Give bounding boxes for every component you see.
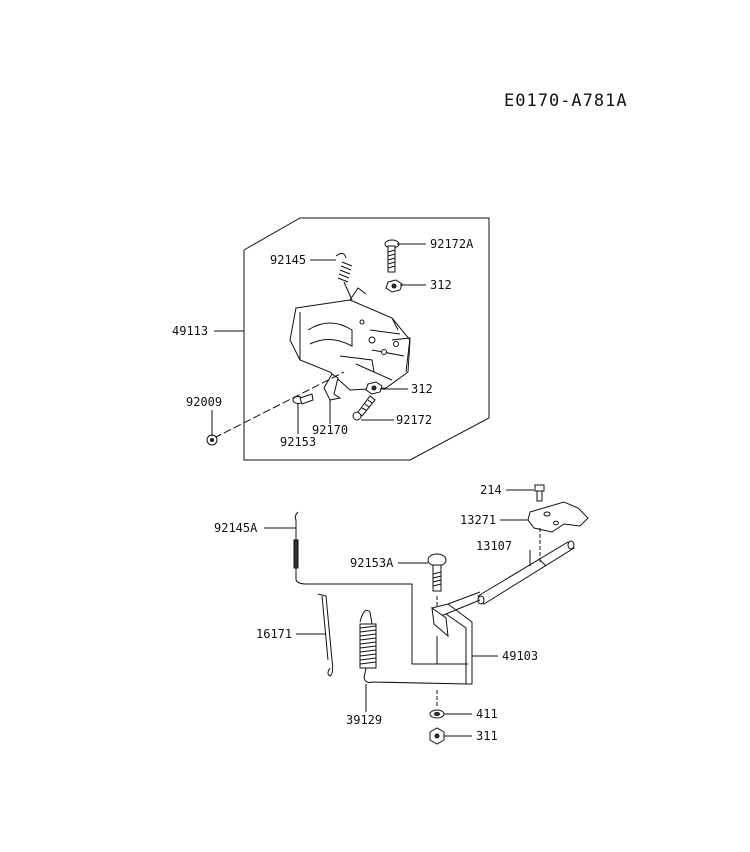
- callout-411: 411: [476, 707, 498, 721]
- bolt-part: [352, 395, 376, 421]
- callout-13107: 13107: [476, 539, 512, 553]
- washer-part: [429, 690, 445, 719]
- upper-leader-lines: [211, 243, 426, 436]
- lower-leader-lines: [264, 489, 534, 737]
- screw-part: [206, 371, 345, 446]
- lever-part: [431, 591, 481, 685]
- link-rod-part: [317, 593, 334, 677]
- callout-92172: 92172: [396, 413, 432, 427]
- callout-312: 312: [430, 278, 452, 292]
- callout-92145A: 92145A: [214, 521, 258, 535]
- callout-49113: 49113: [172, 324, 208, 338]
- rod-part: [293, 511, 468, 665]
- callout-92153: 92153: [280, 435, 316, 449]
- plate-part: [527, 501, 589, 533]
- bolt-part: [427, 553, 447, 592]
- diagram-code: E0170-A781A: [504, 91, 628, 111]
- callout-312: 312: [411, 382, 433, 396]
- callout-16171: 16171: [256, 627, 292, 641]
- shaft-part: [477, 528, 575, 605]
- bolt-part: [534, 484, 545, 502]
- spring-part: [335, 252, 353, 301]
- upper-assembly-frame: [243, 217, 490, 461]
- callout-92145: 92145: [270, 253, 306, 267]
- nut-part: [429, 727, 445, 745]
- nut-part: [365, 381, 383, 395]
- callout-92153A: 92153A: [350, 556, 394, 570]
- callout-13271: 13271: [460, 513, 496, 527]
- callout-311: 311: [476, 729, 498, 743]
- callout-49103: 49103: [502, 649, 538, 663]
- control-bracket-part: [289, 287, 411, 391]
- nut-part: [385, 279, 403, 293]
- callout-92009: 92009: [186, 395, 222, 409]
- callout-92172A: 92172A: [430, 237, 474, 251]
- callout-92170: 92170: [312, 423, 348, 437]
- screw-part: [292, 393, 314, 405]
- bolt-part: [384, 239, 400, 273]
- spring-part: [359, 609, 469, 685]
- callout-39129: 39129: [346, 713, 382, 727]
- callout-214: 214: [480, 483, 502, 497]
